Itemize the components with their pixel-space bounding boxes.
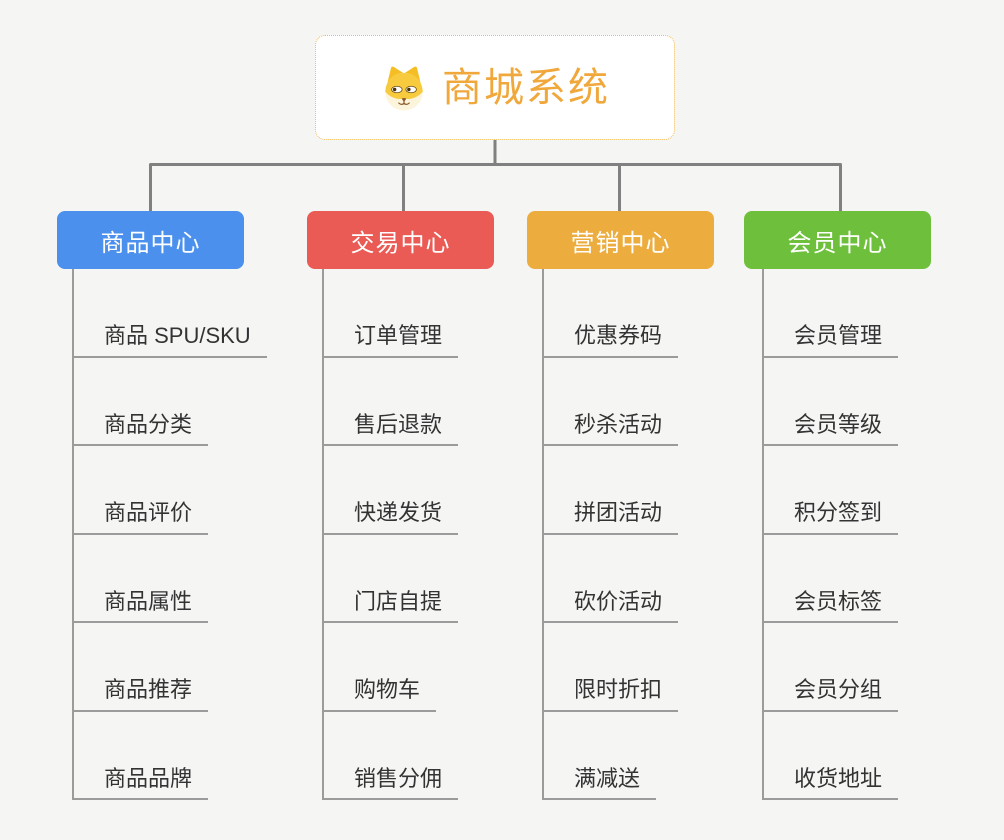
leaf-node[interactable]: 快递发货 (324, 501, 459, 535)
leaf-row: 会员等级 (764, 358, 899, 446)
leaf-row: 积分签到 (764, 446, 899, 535)
leaf-node[interactable]: 积分签到 (764, 501, 899, 535)
leaf-row: 商品分类 (74, 358, 267, 446)
leaf-row: 快递发货 (324, 446, 459, 535)
leaf-node[interactable]: 会员标签 (764, 589, 899, 623)
leaf-node[interactable]: 限时折扣 (544, 678, 679, 712)
leaf-node[interactable]: 会员管理 (764, 324, 899, 358)
leaf-node[interactable]: 拼团活动 (544, 501, 679, 535)
leaf-row: 商品评价 (74, 446, 267, 535)
leaf-node[interactable]: 砍价活动 (544, 589, 679, 623)
leaf-row: 商品属性 (74, 535, 267, 623)
leaf-node[interactable]: 商品品牌 (74, 766, 209, 800)
leaf-row: 优惠券码 (544, 269, 679, 358)
leaf-row: 秒杀活动 (544, 358, 679, 446)
root-node[interactable]: 商城系统 (315, 35, 675, 140)
leaf-row: 商品推荐 (74, 623, 267, 712)
leaf-row: 收货地址 (764, 712, 899, 800)
leaf-column-trade: 订单管理 售后退款 快递发货 门店自提 购物车 销售分佣 (322, 269, 459, 800)
leaf-column-member: 会员管理 会员等级 积分签到 会员标签 会员分组 收货地址 (762, 269, 899, 800)
leaf-row: 销售分佣 (324, 712, 459, 800)
leaf-row: 会员分组 (764, 623, 899, 712)
leaf-row: 拼团活动 (544, 446, 679, 535)
leaf-node[interactable]: 商品评价 (74, 501, 209, 535)
dog-face-icon (385, 66, 423, 110)
leaf-row: 会员标签 (764, 535, 899, 623)
branch-trade-center[interactable]: 交易中心 (307, 211, 494, 269)
leaf-row: 商品 SPU/SKU (74, 269, 267, 358)
leaf-column-marketing: 优惠券码 秒杀活动 拼团活动 砍价活动 限时折扣 满减送 (542, 269, 679, 800)
leaf-row: 限时折扣 (544, 623, 679, 712)
leaf-row: 门店自提 (324, 535, 459, 623)
leaf-node[interactable]: 商品 SPU/SKU (74, 324, 267, 358)
leaf-row: 满减送 (544, 712, 678, 800)
leaf-node[interactable]: 购物车 (324, 678, 437, 712)
branch-member-center[interactable]: 会员中心 (744, 211, 931, 269)
leaf-node[interactable]: 会员分组 (764, 678, 899, 712)
leaf-row: 订单管理 (324, 269, 459, 358)
leaf-node[interactable]: 满减送 (544, 766, 657, 800)
leaf-node[interactable]: 订单管理 (324, 324, 459, 358)
leaf-node[interactable]: 秒杀活动 (544, 412, 679, 446)
leaf-row: 售后退款 (324, 358, 459, 446)
leaf-row: 商品品牌 (74, 712, 267, 800)
leaf-node[interactable]: 收货地址 (764, 766, 899, 800)
leaf-row: 会员管理 (764, 269, 899, 358)
leaf-node[interactable]: 商品推荐 (74, 678, 209, 712)
branch-product-center[interactable]: 商品中心 (57, 211, 244, 269)
leaf-node[interactable]: 商品分类 (74, 412, 209, 446)
branch-marketing-center[interactable]: 营销中心 (527, 211, 714, 269)
branch-rail-line (149, 163, 842, 211)
page-title: 商城系统 (442, 65, 610, 110)
leaf-node[interactable]: 会员等级 (764, 412, 899, 446)
leaf-node[interactable]: 优惠券码 (544, 324, 679, 358)
leaf-node[interactable]: 销售分佣 (324, 766, 459, 800)
leaf-node[interactable]: 商品属性 (74, 589, 209, 623)
leaf-row: 购物车 (324, 623, 458, 712)
leaf-node[interactable]: 售后退款 (324, 412, 459, 446)
leaf-node[interactable]: 门店自提 (324, 589, 459, 623)
leaf-row: 砍价活动 (544, 535, 679, 623)
leaf-column-product: 商品 SPU/SKU 商品分类 商品评价 商品属性 商品推荐 商品品牌 (72, 269, 267, 800)
